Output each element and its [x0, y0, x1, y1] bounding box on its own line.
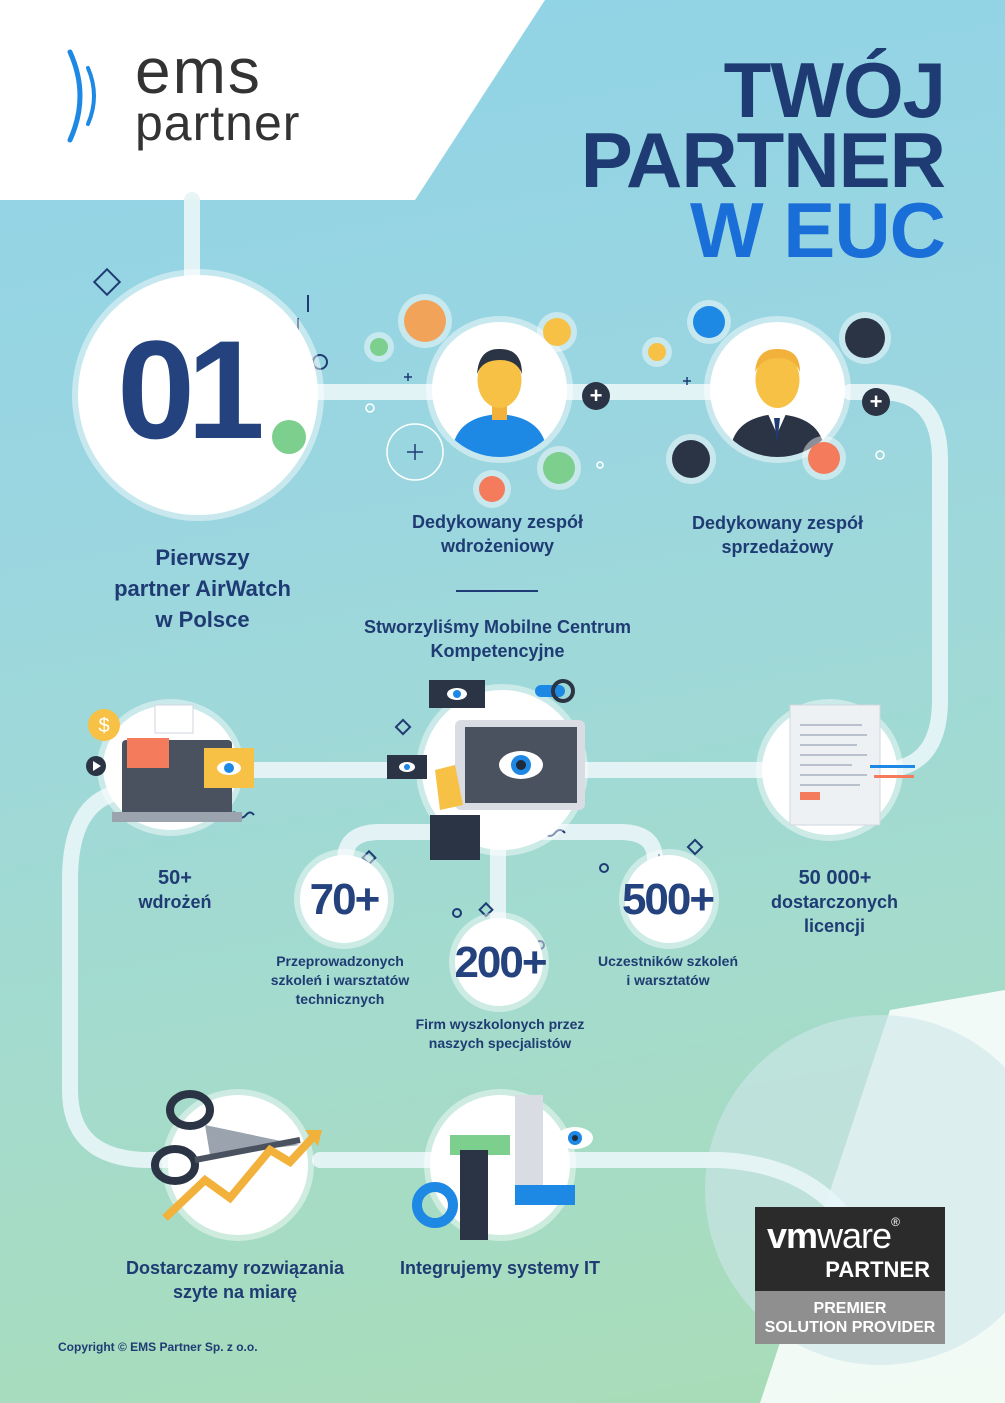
logo-line1: ems	[135, 35, 262, 107]
chart-arrow-icon	[162, 1132, 318, 1221]
hands-icon	[412, 1095, 593, 1240]
trainings-label: Przeprowadzonych szkoleń i warsztatów te…	[270, 953, 410, 1007]
tailored-label: Dostarczamy rozwiązania szyte na miarę	[125, 1258, 345, 1302]
headline-line2: PARTNER	[580, 116, 946, 204]
avatar	[543, 452, 575, 484]
companies-value: 200+	[454, 938, 547, 987]
avatar	[404, 300, 446, 342]
avatar	[672, 440, 710, 478]
scissors-icon	[151, 1090, 322, 1221]
sales-team-label: Dedykowany zespół sprzedażowy	[691, 513, 864, 557]
document-icon	[789, 704, 915, 826]
trainings-circle	[300, 855, 388, 943]
divider	[456, 590, 538, 592]
headline: TWÓJ PARTNER W EUC	[580, 46, 946, 274]
step-01-label: Pierwszy partner AirWatch w Polsce	[114, 545, 291, 632]
ems-logo-icon	[67, 49, 96, 143]
avatar	[370, 338, 388, 356]
plus-icon[interactable]: +	[862, 388, 890, 416]
avatar	[808, 442, 840, 474]
trainings-value: 70+	[309, 875, 381, 924]
plus-icon[interactable]: +	[582, 382, 610, 410]
integration-label: Integrujemy systemy IT	[399, 1258, 601, 1278]
vmware-badge[interactable]: vmware® PARTNER PREMIER SOLUTION PROVIDE…	[755, 1207, 945, 1344]
participants-label: Uczestników szkoleń i warsztatów	[597, 953, 739, 988]
avatar	[479, 476, 505, 502]
vmware-logo: vmware®	[767, 1215, 900, 1256]
companies-label: Firm wyszkolonych przez naszych specjali…	[415, 1016, 585, 1051]
step-01-circle	[78, 275, 318, 515]
companies-circle	[455, 918, 543, 1006]
avatar	[648, 343, 666, 361]
participants-circle	[625, 855, 713, 943]
laptop-icon: $	[86, 704, 254, 822]
vmware-partner: PARTNER	[825, 1257, 930, 1282]
licenses-value: 50 000+	[798, 867, 872, 889]
copyright: Copyright © EMS Partner Sp. z o.o.	[58, 1340, 258, 1354]
deployments-value: 50+	[158, 867, 192, 889]
avatar	[543, 318, 571, 346]
svg-text:$: $	[98, 715, 109, 737]
logo-line2: partner	[135, 95, 301, 151]
avatar	[693, 306, 725, 338]
licenses-label: dostarczonych licencji	[770, 892, 899, 936]
deployments-label: wdrożeń	[138, 892, 212, 912]
person-icon	[452, 348, 547, 457]
tablet-eye-icon	[387, 679, 585, 860]
participants-value: 500+	[621, 875, 715, 924]
businessman-icon	[730, 348, 825, 457]
vmware-tier: PREMIER SOLUTION PROVIDER	[755, 1291, 945, 1344]
step-01-number: 01	[117, 311, 265, 468]
gear-icon	[412, 1182, 458, 1228]
ems-logo[interactable]: ems partner	[60, 35, 390, 162]
step-01-dot	[272, 420, 306, 454]
headline-line3: W EUC	[690, 186, 946, 274]
avatar	[845, 318, 885, 358]
deployment-team-label: Dedykowany zespół wdrożeniowy	[411, 512, 584, 556]
mobile-center-label: Stworzyliśmy Mobilne Centrum Kompetencyj…	[363, 617, 632, 661]
headline-line1: TWÓJ	[723, 46, 946, 134]
